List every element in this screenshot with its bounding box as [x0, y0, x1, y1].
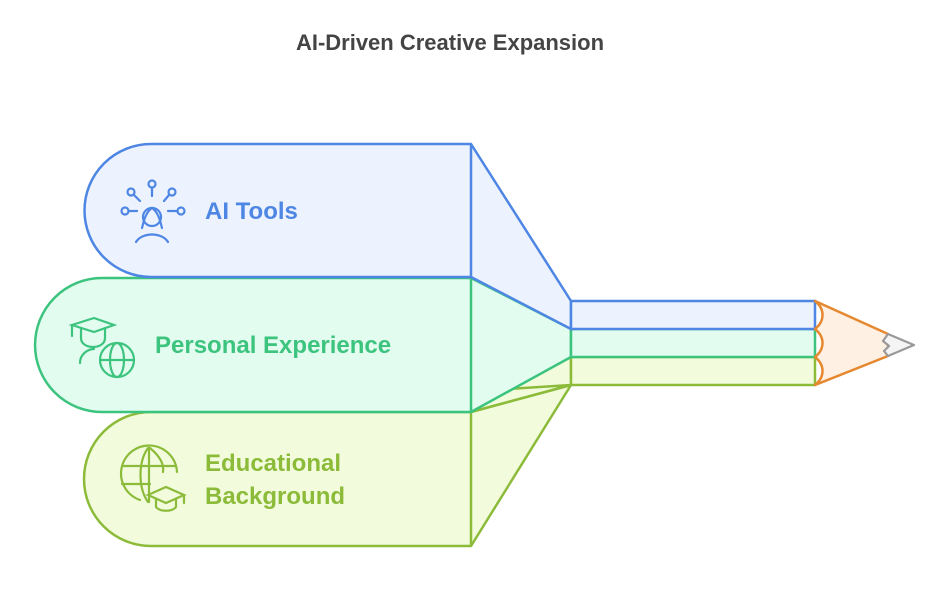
layer-label-line1: Educational	[205, 450, 341, 477]
layer-educational-background: Educational Background	[82, 355, 817, 548]
layer-ai-tools: AI Tools	[83, 142, 817, 331]
ai-person-network-icon	[120, 179, 186, 244]
pencil-tip	[813, 299, 916, 387]
layer-label-line2: Background	[205, 483, 345, 510]
diagram-title: AI-Driven Creative Expansion	[296, 30, 604, 55]
layer-personal-experience: Personal Experience	[33, 276, 817, 414]
pencil-lead	[881, 332, 916, 358]
graduate-globe-icon	[68, 316, 136, 379]
globe-graduation-cap-icon	[119, 444, 187, 512]
layer-label: AI Tools	[205, 198, 298, 225]
layer-label: Personal Experience	[155, 332, 391, 359]
